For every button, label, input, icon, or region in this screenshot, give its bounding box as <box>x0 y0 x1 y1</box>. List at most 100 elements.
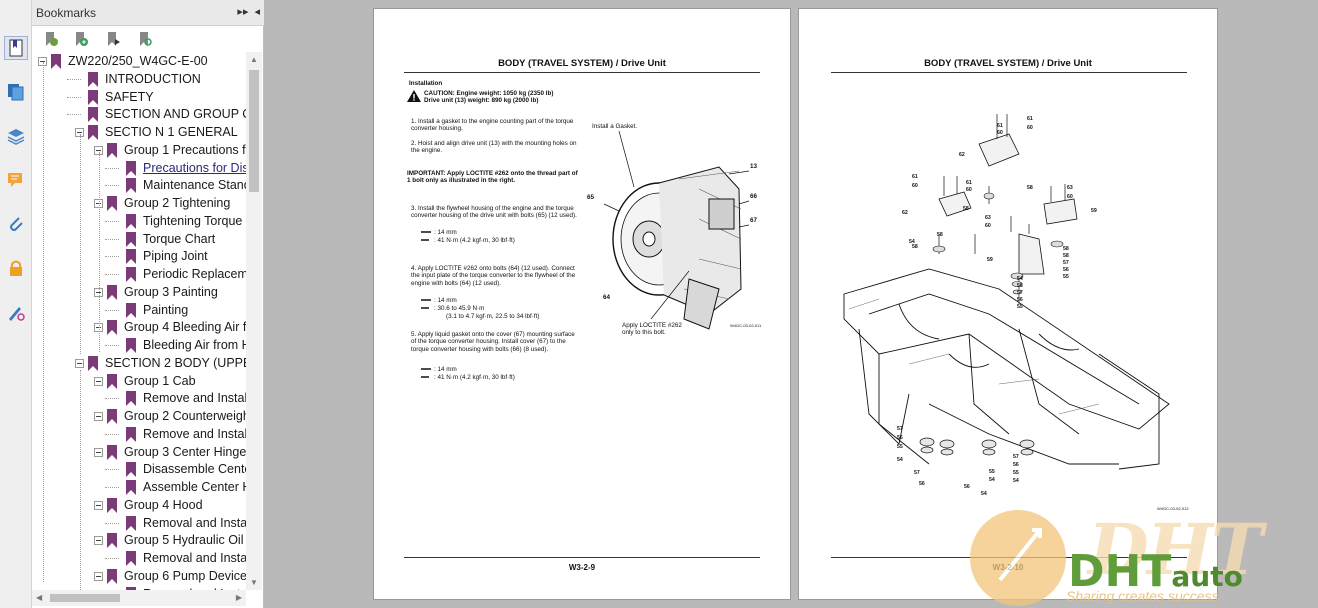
bookmark-item[interactable]: Group 3 Center Hinge <box>32 444 246 462</box>
bookmark-item[interactable]: SECTION AND GROUP CONT <box>32 106 246 124</box>
step-5-wrench-size: : 14 mm <box>434 366 457 373</box>
horizontal-scroll-thumb[interactable] <box>50 594 120 602</box>
collapse-toggle[interactable] <box>75 128 84 137</box>
collapse-toggle[interactable] <box>94 571 103 581</box>
bookmark-icon <box>126 338 136 353</box>
bookmark-item[interactable]: SECTIO N 1 GENERAL <box>32 124 246 142</box>
bookmark-label: Group 1 Precautions for <box>124 142 246 157</box>
bookmark-icon <box>126 480 136 495</box>
bookmarks-panel-icon[interactable] <box>4 36 28 60</box>
bookmark-item[interactable]: ZW220/250_W4GC-E-00 <box>32 53 246 71</box>
bookmark-item[interactable]: Group 2 Tightening <box>32 195 246 213</box>
collapse-toggle[interactable] <box>94 412 103 421</box>
bookmark-item[interactable]: Precautions for Disass <box>32 160 246 178</box>
bookmark-label: ZW220/250_W4GC-E-00 <box>68 54 208 68</box>
bookmark-item[interactable]: Tightening Torque Sp <box>32 213 246 231</box>
bookmark-item[interactable]: Group 5 Hydraulic Oil Tar <box>32 532 246 550</box>
bookmark-label: Removal and Installat <box>143 551 246 565</box>
bookmarks-panel-header: Bookmarks ▸▸ ◂ <box>32 0 264 26</box>
bookmark-item[interactable]: Disassemble Center H <box>32 461 246 479</box>
page-number-left: W3-2-9 <box>568 563 596 572</box>
tree-connector <box>105 167 119 169</box>
collapse-toggle[interactable] <box>94 199 103 208</box>
comments-icon[interactable] <box>4 168 28 192</box>
collapse-toggle[interactable] <box>75 358 84 368</box>
bookmark-item[interactable]: Periodic Replacement <box>32 266 246 284</box>
find-bookmark-icon[interactable] <box>136 30 154 48</box>
bookmarks-horizontal-scrollbar[interactable]: ◀ ▶ <box>32 590 246 606</box>
bookmark-item[interactable]: Group 1 Cab <box>32 373 246 391</box>
part-callout: 57 <box>914 470 920 476</box>
layers-icon[interactable] <box>4 124 28 148</box>
bookmark-item[interactable]: Bleeding Air from Hyc <box>32 337 246 355</box>
bookmark-item[interactable]: Painting <box>32 302 246 320</box>
bookmark-item[interactable]: SECTION 2 BODY (UPPERST <box>32 355 246 373</box>
bookmark-item[interactable]: Group 2 Counterweight <box>32 408 246 426</box>
bookmark-item[interactable]: Removal and Installat <box>32 586 246 590</box>
part-callout: 63 <box>985 215 991 221</box>
wrench-icon <box>421 231 431 241</box>
collapse-panel-button[interactable]: ◂ <box>254 6 260 18</box>
collapse-toggle[interactable] <box>94 287 103 297</box>
collapse-toggle[interactable] <box>94 500 103 510</box>
bookmark-item[interactable]: Removal and Installat <box>32 550 246 568</box>
part-callout: 55 <box>1013 470 1019 476</box>
bookmark-item[interactable]: Maintenance Standar <box>32 177 246 195</box>
bookmark-item[interactable]: INTRODUCTION <box>32 71 246 89</box>
bookmark-item[interactable]: Group 3 Painting <box>32 284 246 302</box>
tree-connector <box>105 558 119 559</box>
vertical-scroll-thumb[interactable] <box>249 70 259 192</box>
bookmark-item[interactable]: SAFETY <box>32 89 246 107</box>
bookmark-item[interactable]: Remove and Install Ca <box>32 390 246 408</box>
tree-connector <box>105 433 119 435</box>
bookmark-item[interactable]: Removal and Installat <box>32 515 246 533</box>
document-page-left: BODY (TRAVEL SYSTEM) / Drive Unit Instal… <box>373 8 791 600</box>
part-callout: 56 <box>964 484 970 490</box>
part-callout: 54 <box>897 457 903 463</box>
bookmark-item[interactable]: Assemble Center Hing <box>32 479 246 497</box>
collapse-toggle[interactable] <box>94 536 103 546</box>
part-callout: 56 <box>1063 267 1069 273</box>
bookmark-options-icon[interactable] <box>42 30 60 48</box>
page-thumbnails-icon[interactable] <box>4 80 28 104</box>
step-3-wrench-size: : 14 mm <box>434 229 457 236</box>
collapse-toggle[interactable] <box>94 323 103 333</box>
bookmark-item[interactable]: Remove and Install Co <box>32 426 246 444</box>
page-right-header-rule <box>831 72 1187 73</box>
bookmark-icon <box>126 231 136 247</box>
watermark-brand-suffix: auto <box>1171 560 1243 593</box>
bookmark-label: Painting <box>143 302 189 317</box>
page-right-title: BODY (TRAVEL SYSTEM) / Drive Unit <box>924 58 1092 69</box>
bookmark-item[interactable]: Torque Chart <box>32 231 246 249</box>
figure-note-loctite: Apply LOCTITE #262 only to this bolt. <box>622 322 682 337</box>
bookmark-item[interactable]: Group 4 Bleeding Air fror <box>32 319 246 337</box>
bookmark-icon <box>126 267 136 282</box>
collapse-toggle[interactable] <box>94 447 103 457</box>
bookmark-item[interactable]: Piping Joint <box>32 248 246 266</box>
bookmark-label: Disassemble Center H <box>143 462 246 477</box>
callout-64: 64 <box>603 294 611 301</box>
security-lock-icon[interactable] <box>4 256 28 280</box>
bookmark-icon <box>107 196 117 211</box>
collapse-toggle[interactable] <box>94 376 103 386</box>
new-bookmark-icon[interactable] <box>72 30 90 48</box>
part-callout: 56 <box>1013 462 1019 468</box>
bookmark-label: Bleeding Air from Hyc <box>143 338 246 352</box>
collapse-toggle[interactable] <box>94 145 103 155</box>
bookmark-item[interactable]: Group 6 Pump Device <box>32 568 246 586</box>
bookmark-item[interactable]: Group 4 Hood <box>32 497 246 515</box>
bookmark-label: SAFETY <box>105 89 154 104</box>
collapse-toggle[interactable] <box>38 57 47 66</box>
signatures-icon[interactable] <box>4 300 28 324</box>
tree-connector <box>105 345 119 346</box>
part-callout: 58 <box>963 206 969 212</box>
bookmark-item[interactable]: Group 1 Precautions for <box>32 142 246 160</box>
expand-bookmark-icon[interactable] <box>104 30 122 48</box>
caution-line-1: CAUTION: Engine weight: 1050 kg (2350 lb… <box>424 90 554 97</box>
panel-options-button[interactable]: ▸▸ <box>237 6 249 18</box>
part-callout: 60 <box>1027 125 1033 131</box>
tree-connector <box>105 398 119 400</box>
attachments-icon[interactable] <box>4 212 28 236</box>
tree-connector <box>67 96 81 98</box>
bookmarks-vertical-scrollbar[interactable]: ▲ ▼ <box>246 52 262 590</box>
